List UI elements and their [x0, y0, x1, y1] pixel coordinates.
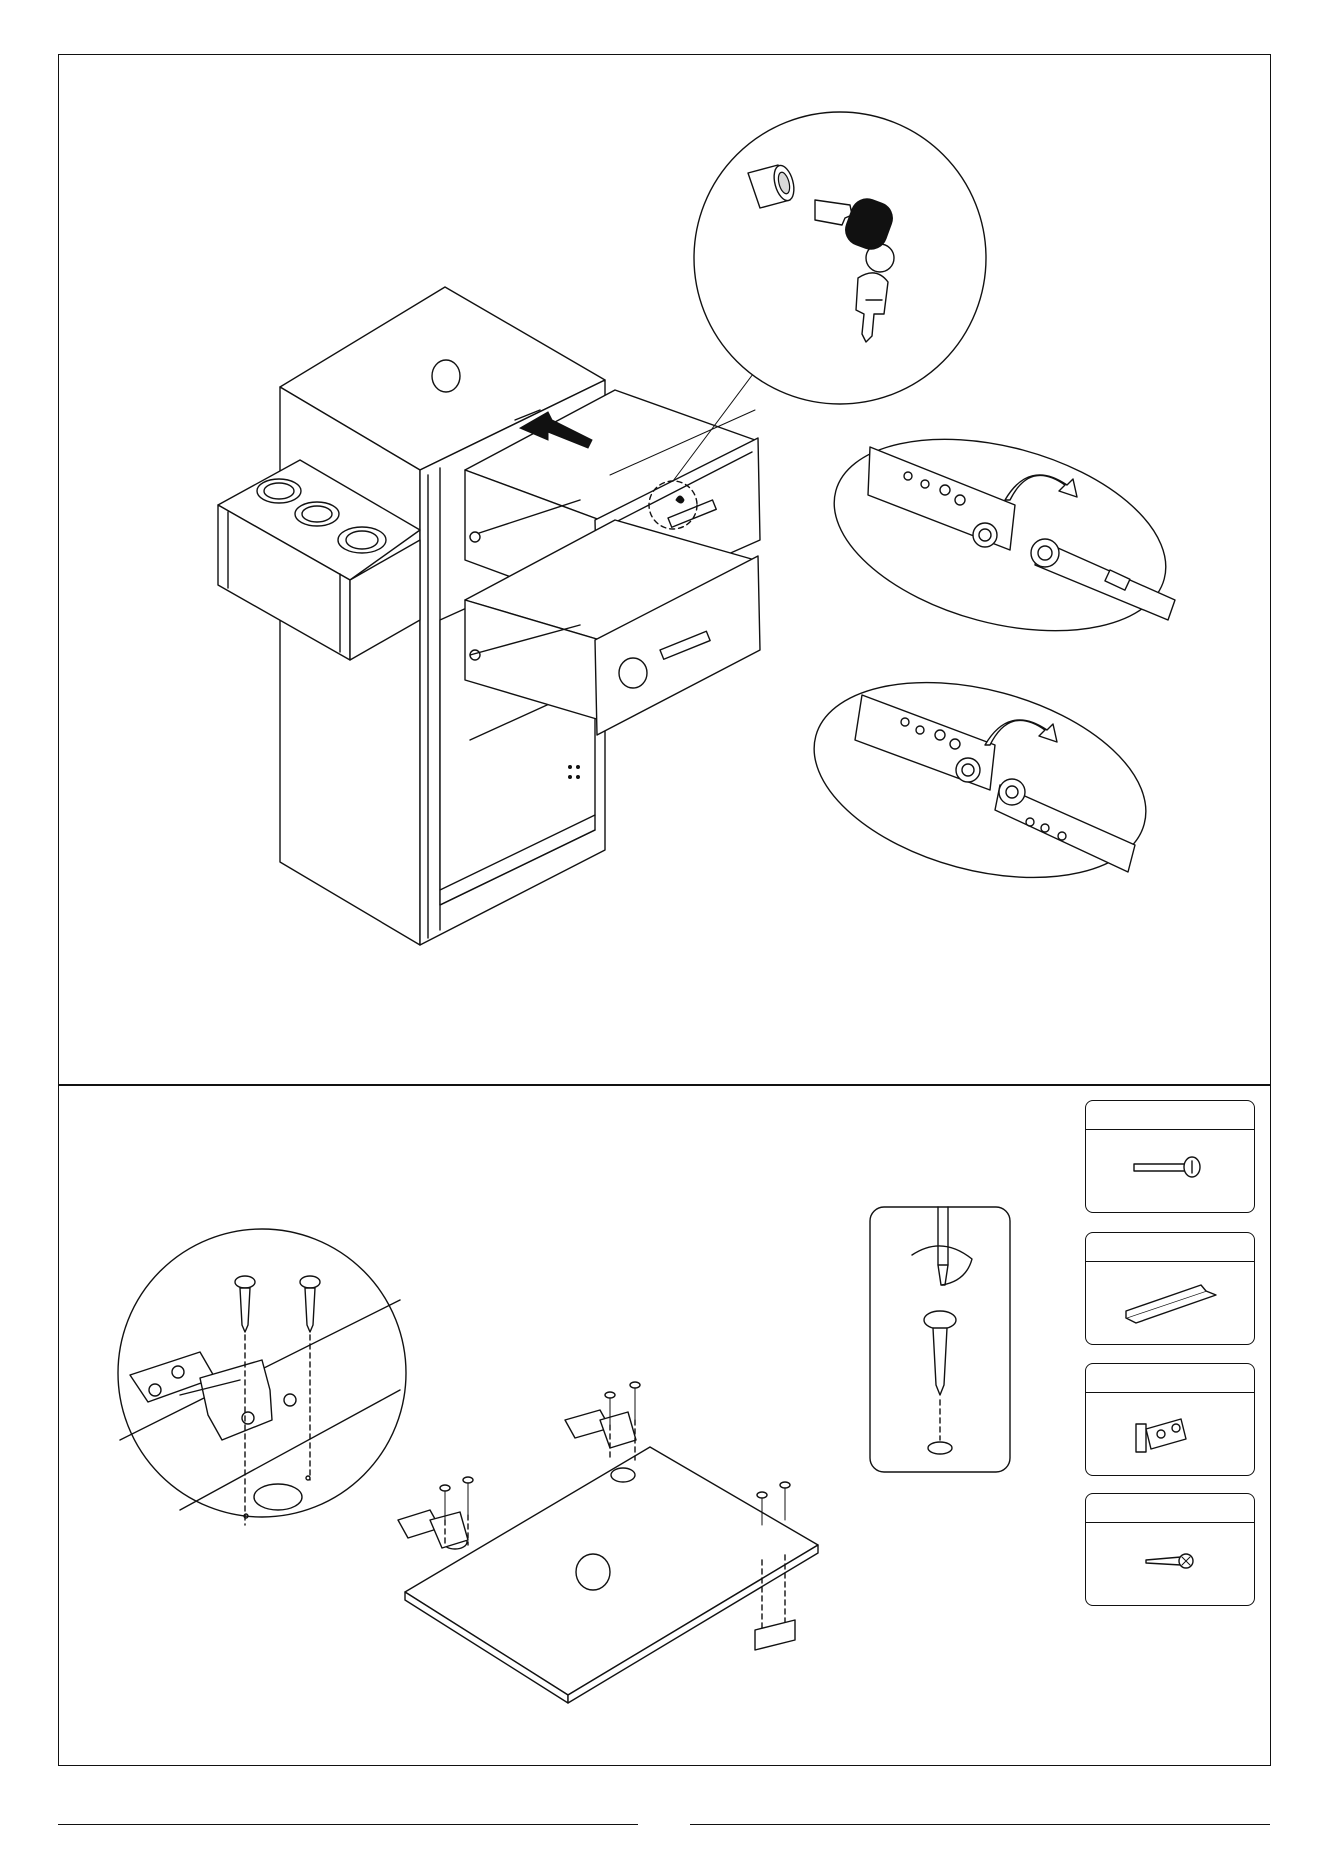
- machine-screw-icon: [1134, 1157, 1200, 1177]
- part-box-wood-screw: [1085, 1493, 1255, 1606]
- part-box-machine-screw: [1085, 1100, 1255, 1213]
- wood-screw-icon: [1146, 1554, 1193, 1568]
- footer-rule-left: [58, 1824, 638, 1825]
- footer-rule-right: [690, 1824, 1270, 1825]
- handle-icon: [1126, 1285, 1216, 1323]
- part-box-hinge: [1085, 1363, 1255, 1476]
- part-box-handle: [1085, 1232, 1255, 1345]
- hinge-icon: [1136, 1419, 1186, 1452]
